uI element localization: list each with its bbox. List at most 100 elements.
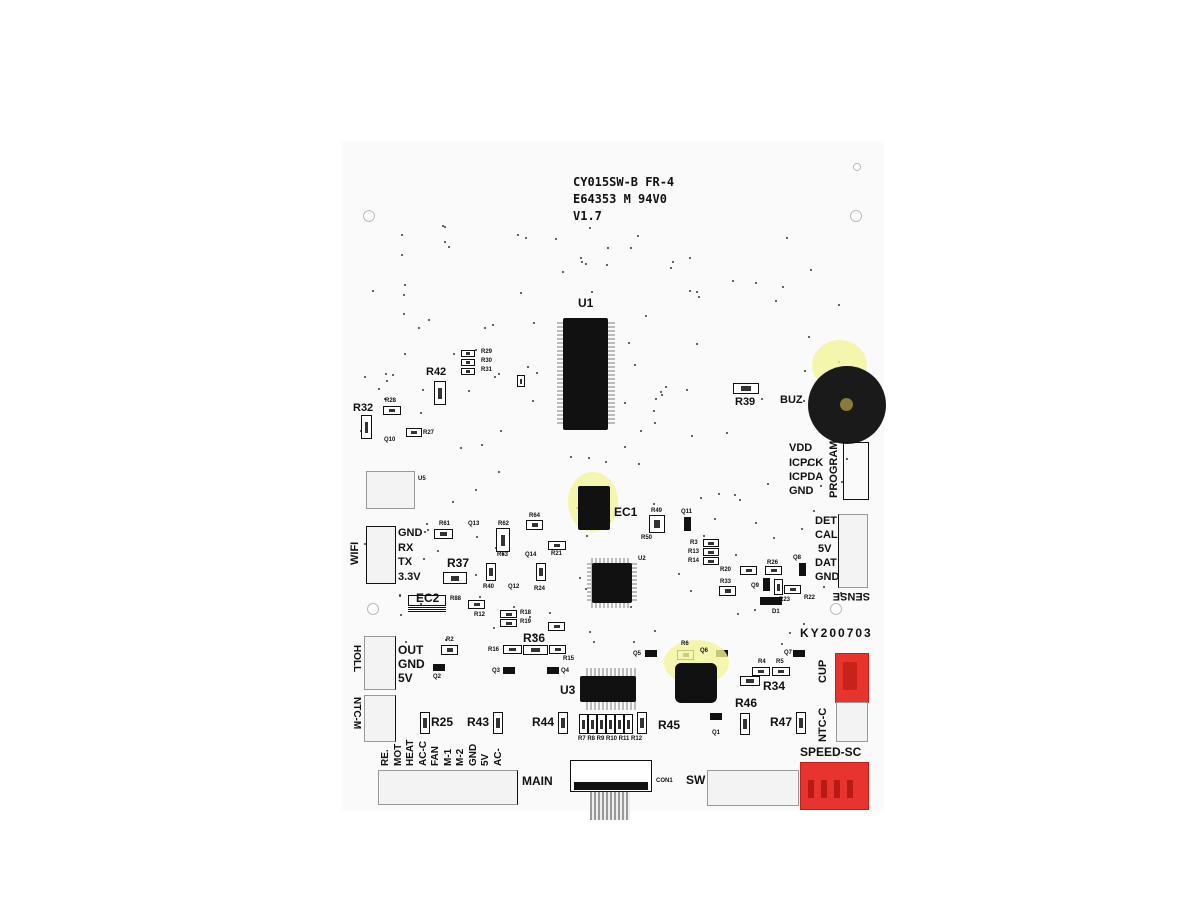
u1-label: U1: [578, 296, 594, 310]
r30-label: R30: [481, 358, 493, 364]
via: [808, 336, 811, 339]
via: [533, 635, 536, 638]
resistor-r11: [615, 714, 624, 734]
via: [580, 261, 583, 264]
r42-label: R42: [426, 366, 447, 378]
transistor-q9: [763, 578, 770, 591]
main-pin-label: AC-C: [417, 741, 429, 766]
via: [653, 422, 656, 424]
q9-label: Q9: [751, 583, 760, 589]
r12-label: R12: [474, 612, 486, 618]
r26-label: R26: [767, 560, 779, 566]
holl-pin-label: GND: [398, 657, 425, 671]
via: [605, 264, 608, 267]
resistor-r39: [733, 383, 759, 394]
via: [689, 289, 692, 292]
via: [383, 398, 386, 401]
via: [363, 376, 366, 379]
via: [761, 398, 764, 401]
mounting-hole: [853, 163, 861, 171]
r40-label: R40: [483, 584, 495, 590]
resistor-r5: [772, 667, 790, 676]
resistor-r33b: [548, 622, 565, 631]
via: [807, 463, 810, 466]
via: [840, 480, 843, 483]
via: [633, 363, 636, 366]
wifi-pin-label: 3.3V: [398, 571, 421, 583]
r20-label: R20: [720, 567, 732, 573]
via: [404, 641, 407, 644]
r23-label: R23: [779, 597, 791, 603]
ntc-c-connector[interactable]: [836, 702, 868, 742]
ntc-m-connector[interactable]: [364, 695, 396, 742]
via: [385, 372, 388, 375]
via: [520, 291, 523, 294]
via: [755, 522, 758, 525]
resistor-r61: [434, 529, 453, 539]
resistor-r13: [703, 548, 719, 556]
sense-pin-label: DAT: [815, 557, 837, 569]
via: [691, 434, 693, 437]
r62-label: R62: [498, 521, 510, 527]
r27-label: R27: [423, 430, 435, 436]
holl-connector[interactable]: [364, 636, 396, 690]
resistor-r8: [588, 714, 597, 734]
resistor-r62: [496, 528, 510, 552]
resistor-r9: [597, 714, 606, 734]
main-header-label: MAIN: [522, 774, 553, 788]
mounting-hole: [830, 603, 842, 615]
r21-label: R21: [551, 551, 563, 557]
r13-label: R13: [688, 549, 700, 555]
via: [428, 319, 430, 322]
resistor-r36: [523, 645, 548, 655]
wifi-pin-label: TX: [398, 556, 413, 568]
r6-label: R6: [681, 641, 689, 647]
via: [364, 542, 367, 545]
resistor-r29: [461, 350, 475, 357]
via: [392, 374, 395, 377]
resistor-r22: [784, 585, 801, 594]
wifi-connector[interactable]: [366, 526, 396, 584]
r14-label: R14: [688, 558, 700, 564]
via: [404, 353, 407, 356]
r5-label: R5: [776, 659, 784, 665]
mounting-hole: [363, 210, 375, 222]
via: [695, 291, 698, 294]
via: [637, 235, 640, 238]
r7-r12-label: R7 R8 R9 R10 R11 R12: [578, 736, 643, 742]
sense-connector[interactable]: [838, 514, 868, 588]
via: [474, 488, 477, 491]
resistor-r25: [420, 712, 430, 734]
r34-label: R34: [763, 679, 786, 693]
resistor-r28: [383, 406, 401, 415]
via: [767, 482, 770, 485]
r15-label: R15: [563, 656, 575, 662]
via: [739, 499, 742, 502]
q13-label: Q13: [468, 521, 480, 527]
via: [476, 535, 479, 538]
transistor-q4: [547, 667, 559, 674]
resistor-r14: [703, 557, 719, 565]
via: [580, 256, 583, 259]
program-header[interactable]: [843, 442, 869, 500]
via: [654, 397, 657, 400]
q12-label: Q12: [508, 584, 520, 590]
via: [474, 573, 477, 576]
via: [789, 631, 792, 634]
via: [422, 558, 425, 561]
via: [420, 411, 423, 414]
main-connector[interactable]: [378, 770, 518, 805]
via: [425, 522, 428, 525]
q2-label: Q2: [433, 674, 442, 680]
via: [698, 295, 701, 298]
via: [528, 615, 531, 618]
wifi-header-label: WIFI: [349, 541, 361, 565]
via: [690, 590, 693, 593]
via: [548, 612, 551, 615]
sw-connector[interactable]: [707, 770, 799, 806]
via: [532, 400, 535, 403]
via: [801, 528, 804, 531]
resistor-r45: [637, 712, 647, 734]
via: [492, 324, 495, 327]
q5-label: Q5: [633, 651, 642, 657]
